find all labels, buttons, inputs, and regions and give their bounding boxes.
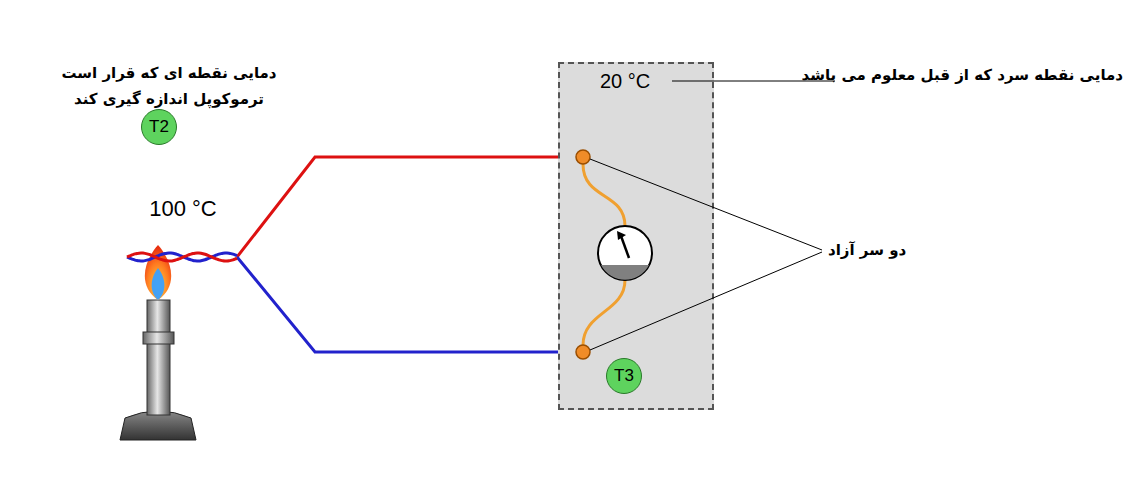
wire-twist xyxy=(127,253,237,261)
burner xyxy=(120,245,196,440)
twisted-junction xyxy=(127,253,237,261)
heading-note: دمایی نقطه سرد که از قبل معلوم می باشد xyxy=(735,64,1123,86)
wire-twist xyxy=(127,253,237,261)
callout-label-text: دو سر آزاد xyxy=(826,239,908,261)
node-label: T2 xyxy=(149,117,169,137)
node-label: T3 xyxy=(614,366,634,386)
heading-note: دمایی نقطه ای که قرار است ترموکوپل انداز… xyxy=(38,60,300,112)
temperature-label-text: 100 °C xyxy=(128,195,238,223)
temperature-label: 20 °C xyxy=(600,70,650,93)
sensor-circle: T3 xyxy=(606,358,642,394)
blue-wire xyxy=(237,257,583,352)
cold-junction-panel: 20 °C T3 xyxy=(558,62,714,410)
heading-note-text: دمایی نقطه ای که قرار است ترموکوپل انداز… xyxy=(38,60,300,112)
sensor-circle: T2 xyxy=(141,109,177,145)
temperature-label: 100 °C xyxy=(128,195,238,223)
heading-note-text: دمایی نقطه سرد که از قبل معلوم می باشد xyxy=(735,64,1123,86)
callout-label: دو سر آزاد xyxy=(826,239,946,261)
red-wire xyxy=(237,157,583,257)
